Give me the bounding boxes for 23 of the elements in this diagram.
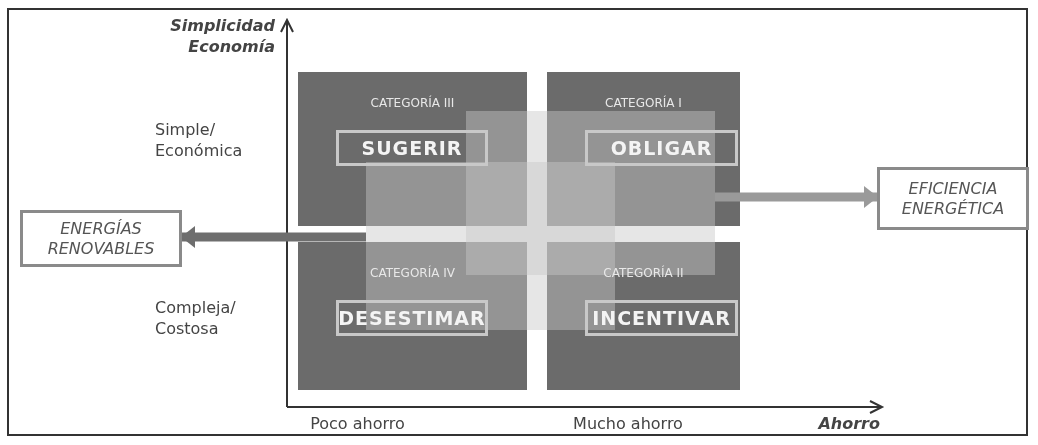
- category-heading: CATEGORÍA I: [604, 96, 683, 110]
- category-panel: [298, 72, 527, 226]
- action-box: DESESTIMAR: [336, 300, 488, 336]
- axis-label: Compleja/ Costosa: [155, 298, 237, 340]
- overlay-box: [466, 111, 715, 275]
- axis-label: Poco ahorro: [309, 414, 406, 435]
- action-box: OBLIGAR: [585, 130, 738, 166]
- action-box: INCENTIVAR: [585, 300, 738, 336]
- action-box: SUGERIR: [336, 130, 488, 166]
- arrow: [715, 186, 878, 208]
- axis-title: Ahorro: [816, 414, 880, 435]
- category-heading: CATEGORÍA III: [369, 96, 456, 110]
- category-panel: [547, 242, 740, 390]
- axis-label: Mucho ahorro: [572, 414, 684, 435]
- outcome-box: EFICIENCIA ENERGÉTICA: [877, 167, 1029, 230]
- category-panel: [547, 72, 740, 226]
- axis-label: Simple/ Económica: [155, 120, 244, 162]
- category-heading: CATEGORÍA IV: [369, 266, 456, 280]
- category-heading: CATEGORÍA II: [602, 266, 685, 280]
- arrow: [181, 226, 366, 248]
- axis-title: Simplicidad Economía: [169, 16, 275, 58]
- category-panel: [298, 242, 527, 390]
- outcome-box: ENERGÍAS RENOVABLES: [20, 210, 182, 267]
